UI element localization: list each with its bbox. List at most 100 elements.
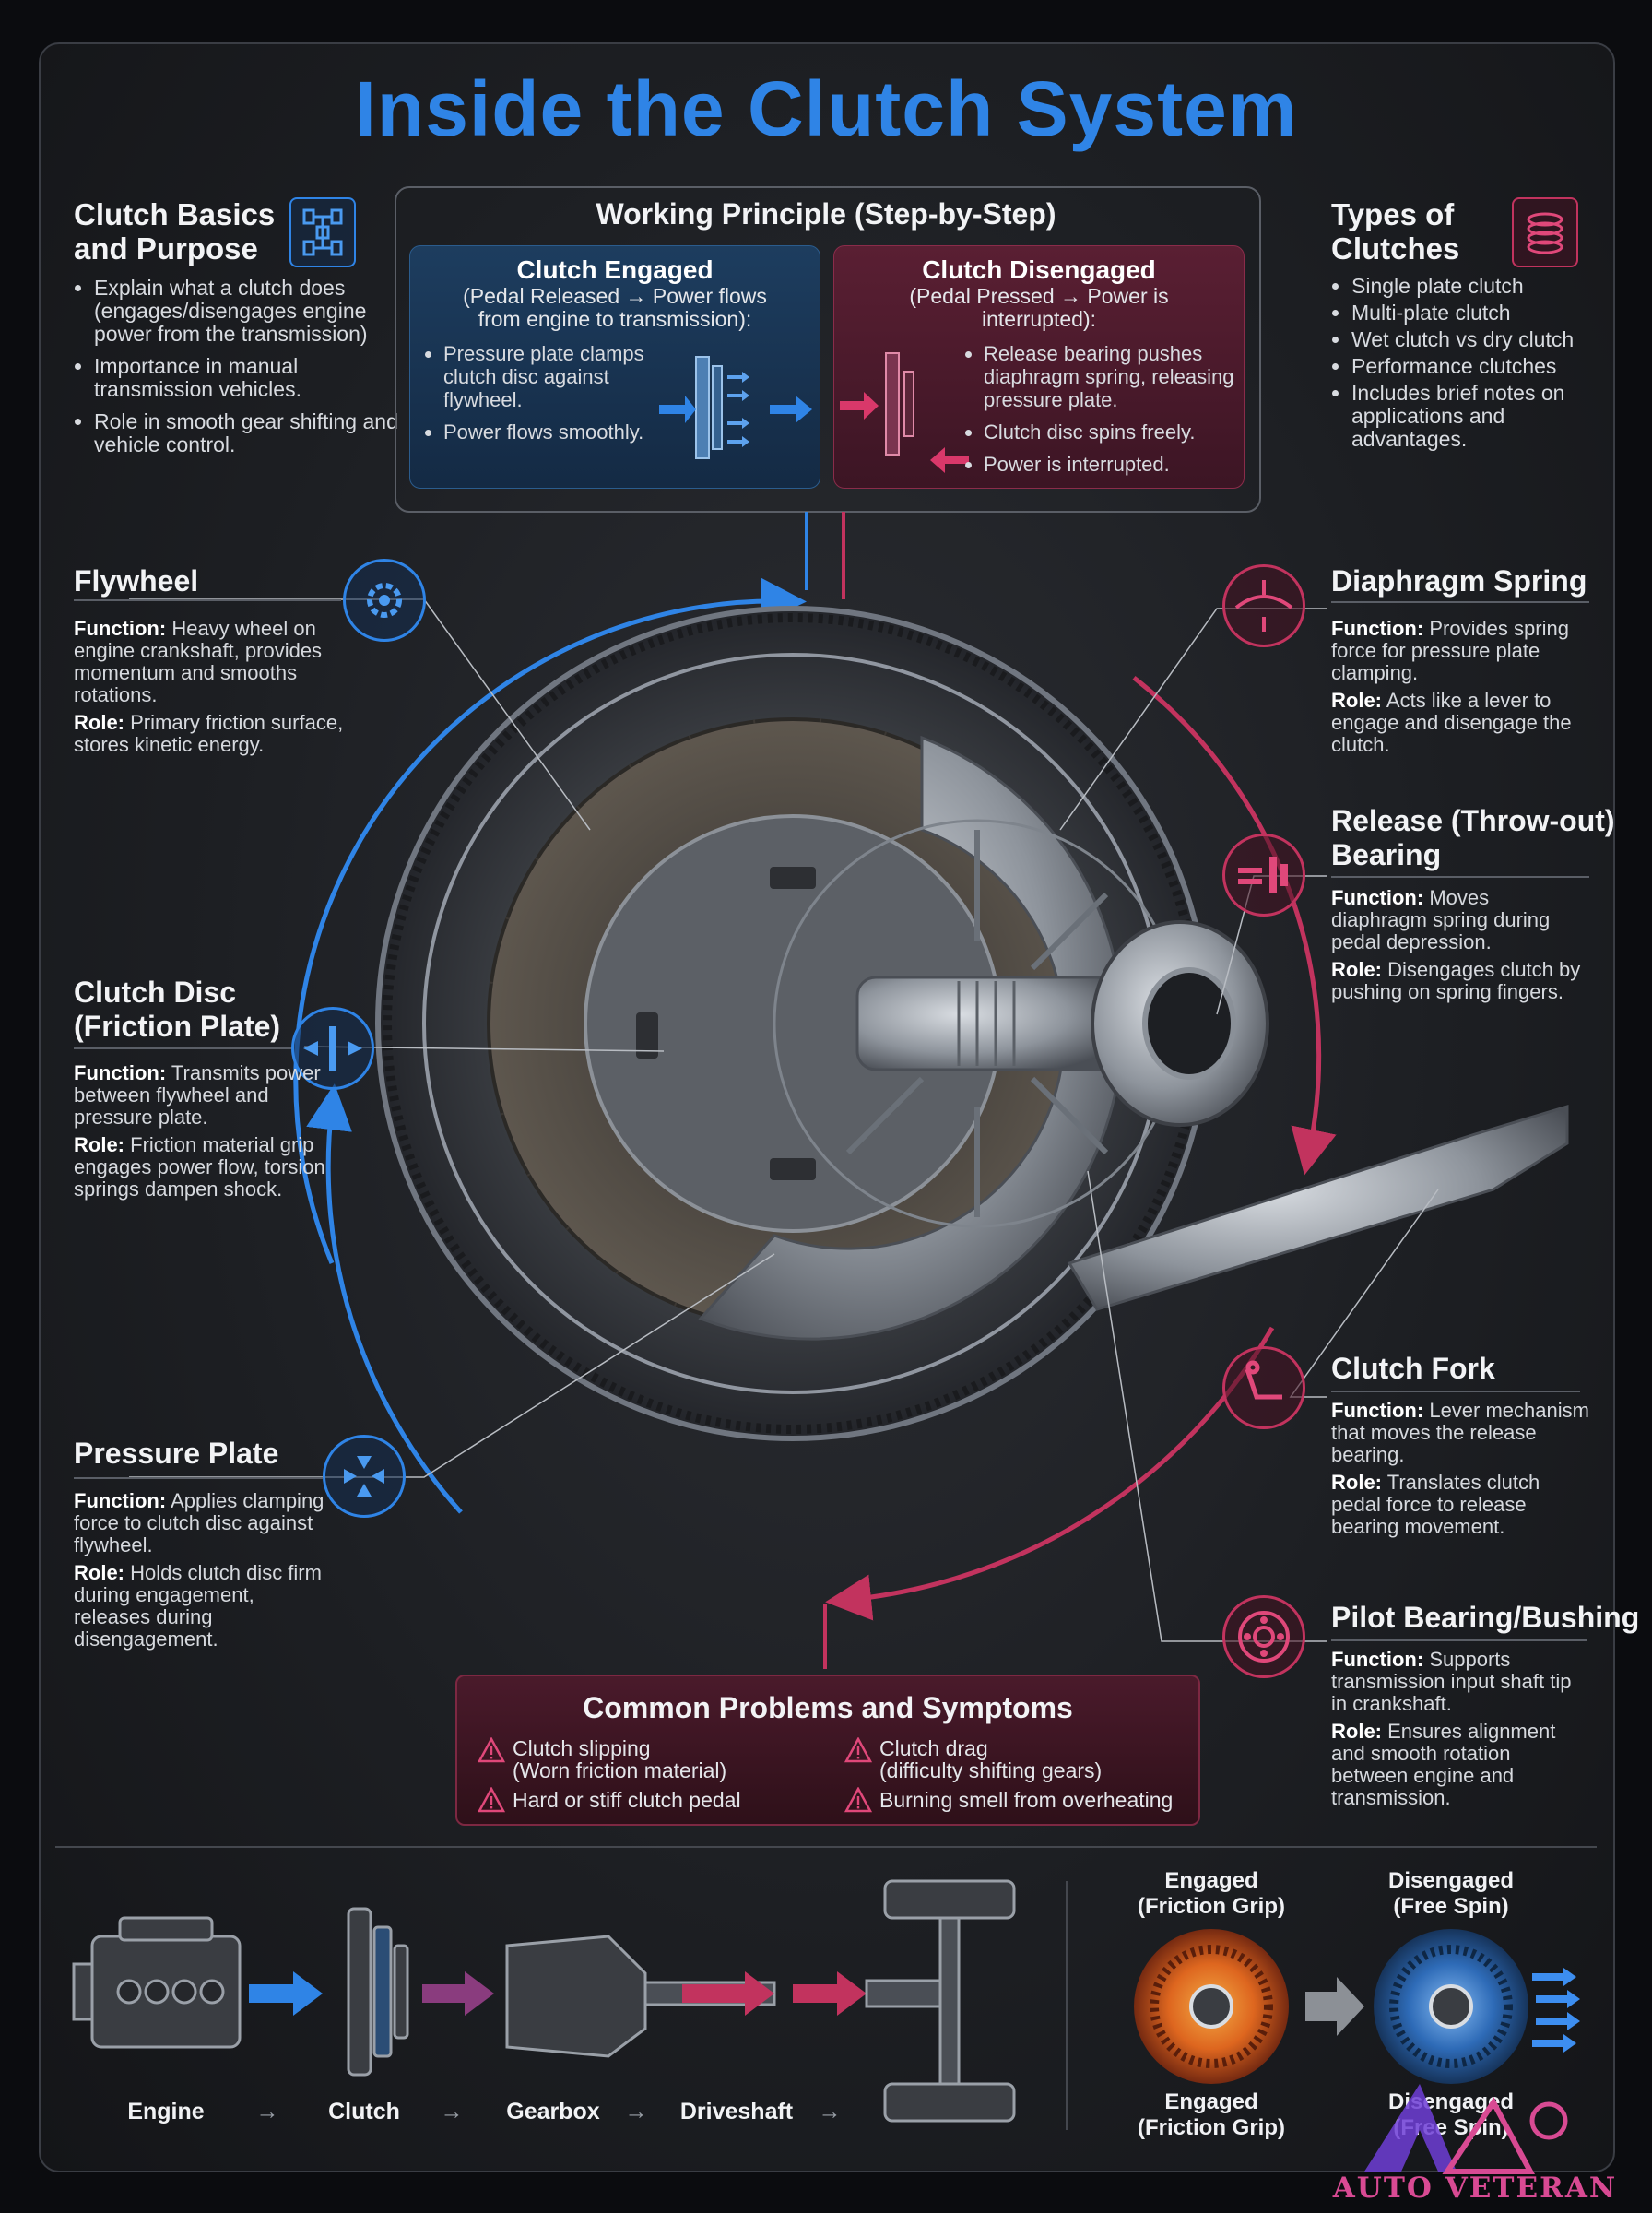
role-label: Role: (1331, 958, 1382, 981)
problem-item: Clutch drag(difficulty shifting gears) (879, 1737, 1102, 1781)
function-label: Function: (1331, 1399, 1424, 1422)
page-title: Inside the Clutch System (354, 65, 1298, 152)
divider (1331, 876, 1589, 878)
diaphragm-title: Diaphragm Spring (1331, 564, 1587, 598)
engaged-subtitle: (Pedal Released → Power flows from engin… (463, 284, 767, 331)
list-item: Role in smooth gear shifting and vehicle… (94, 410, 398, 456)
disc-title-line1: Clutch Disc (74, 976, 237, 1009)
driveshaft-illustration (865, 1879, 1016, 2123)
divider (55, 1846, 1597, 1848)
flywheel-role: Primary friction surface, stores kinetic… (74, 711, 344, 756)
divider (74, 1047, 291, 1049)
pedal-icon (1222, 1346, 1305, 1429)
label-line: (Free Spin) (1393, 1894, 1509, 1919)
pressure-role: Holds clutch disc firm during engagement… (74, 1561, 322, 1651)
types-title-line1: Types of (1331, 197, 1455, 231)
engaged-clamp-illustration (659, 356, 812, 459)
list-item: Clutch disc spins freely. (984, 420, 1251, 444)
flow-arrow (793, 1971, 867, 2016)
flow-label-clutch: Clutch (328, 2099, 400, 2124)
pressure-function: Applies clamping force to clutch disc ag… (74, 1489, 324, 1556)
disengaged-title: Clutch Disengaged (922, 255, 1156, 284)
list-item: Multi-plate clutch (1351, 302, 1610, 325)
label-line: Engaged (1164, 2089, 1258, 2114)
disengaged-box: Clutch Disengaged (Pedal Pressed → Power… (833, 245, 1245, 489)
divider (1066, 1881, 1068, 2130)
release-title: Release (Throw-out) Bearing (1331, 804, 1615, 872)
basics-list: Explain what a clutch does (engages/dise… (74, 277, 398, 466)
pilot-function: Supports transmission input shaft tip in… (1331, 1648, 1572, 1715)
label-line: (Friction Grip) (1138, 2115, 1285, 2140)
role-label: Role: (1331, 689, 1382, 712)
list-item: Pressure plate clamps clutch disc agains… (443, 342, 674, 411)
problem-line: (difficulty shifting gears) (879, 1758, 1103, 1782)
list-item: Performance clutches (1351, 355, 1610, 378)
gear-icon (343, 559, 426, 642)
diaphragm-role: Acts like a lever to engage and disengag… (1331, 689, 1572, 756)
list-item: Power flows smoothly. (443, 420, 674, 444)
disc-role: Friction material grip engages power flo… (74, 1133, 325, 1201)
fork-role: Translates clutch pedal force to release… (1331, 1471, 1540, 1538)
problems-title: Common Problems and Symptoms (583, 1691, 1073, 1724)
flywheel-title: Flywheel (74, 564, 199, 598)
release-function: Moves diaphragm spring during pedal depr… (1331, 886, 1551, 953)
pilot-description: Function: Supports transmission input sh… (1331, 1649, 1589, 1809)
release-title-line1: Release (Throw-out) (1331, 804, 1615, 837)
release-description: Function: Moves diaphragm spring during … (1331, 887, 1589, 1003)
diaphragm-description: Function: Provides spring force for pres… (1331, 618, 1589, 756)
flywheel-description: Function: Heavy wheel on engine cranksha… (74, 618, 350, 756)
flow-arrow (249, 1971, 323, 2016)
engaged-list: Pressure plate clamps clutch disc agains… (423, 342, 674, 453)
role-label: Role: (74, 1133, 124, 1156)
divider (1331, 1639, 1587, 1641)
flow-separator: → (624, 2099, 648, 2124)
list-item: Includes brief notes on applications and… (1351, 382, 1610, 451)
divider (74, 1477, 323, 1479)
working-title: Working Principle (Step-by-Step) (596, 197, 1056, 231)
transition-arrow (1305, 1977, 1364, 2036)
list-item: Single plate clutch (1351, 275, 1610, 298)
pilot-title: Pilot Bearing/Bushing (1331, 1601, 1640, 1634)
drivetrain-icon (289, 197, 356, 267)
pressure-description: Function: Applies clamping force to clut… (74, 1490, 332, 1651)
power-flow-diagram (72, 1879, 1016, 2123)
fork-title: Clutch Fork (1331, 1352, 1495, 1385)
function-label: Function: (74, 1061, 167, 1084)
compress-arrows-icon (323, 1435, 406, 1518)
ball-bearing-icon (1222, 1595, 1305, 1678)
list-item: Power is interrupted. (984, 453, 1251, 476)
role-label: Role: (74, 1561, 124, 1584)
engaged-title: Clutch Engaged (516, 255, 714, 284)
disc-function: Transmits power between flywheel and pre… (74, 1061, 321, 1129)
list-item: Importance in manual transmission vehicl… (94, 355, 398, 401)
warning-icon (478, 1737, 505, 1763)
function-label: Function: (1331, 886, 1424, 909)
disc-comparison-illustration (1134, 1929, 1580, 2084)
types-list: Single plate clutch Multi-plate clutch W… (1331, 275, 1610, 455)
problem-item: Clutch slipping(Worn friction material) (513, 1737, 726, 1781)
list-item: Release bearing pushes diaphragm spring,… (984, 342, 1251, 411)
role-label: Role: (1331, 1720, 1382, 1743)
disengaged-disc-label-top: Disengaged(Free Spin) (1359, 1868, 1543, 1920)
function-label: Function: (1331, 1648, 1424, 1671)
flow-arc-blue-lower (306, 1083, 463, 1514)
role-label: Role: (74, 711, 124, 734)
label-line: Disengaged (1387, 1868, 1515, 1893)
engaged-disc-label-top: Engaged(Friction Grip) (1119, 1868, 1304, 1920)
label-line: Engaged (1164, 1868, 1258, 1893)
flow-arrow (422, 1971, 494, 2016)
problem-line: Clutch drag (879, 1736, 988, 1760)
flow-arc-blue-upper (293, 577, 807, 1264)
divider (1331, 601, 1589, 603)
bearing-push-icon (1222, 834, 1305, 917)
clutch-pack-icon (1512, 197, 1578, 267)
problem-item: Burning smell from overheating (879, 1788, 1174, 1812)
flow-separator: → (818, 2099, 842, 2124)
basics-title: Clutch Basics and Purpose (74, 197, 275, 266)
warning-icon (478, 1787, 505, 1813)
flow-label-driveshaft: Driveshaft (679, 2099, 794, 2124)
problem-line: (Worn friction material) (513, 1758, 727, 1782)
diaphragm-function: Provides spring force for pressure plate… (1331, 617, 1569, 684)
pilot-role: Ensures alignment and smooth rotation be… (1331, 1720, 1556, 1809)
